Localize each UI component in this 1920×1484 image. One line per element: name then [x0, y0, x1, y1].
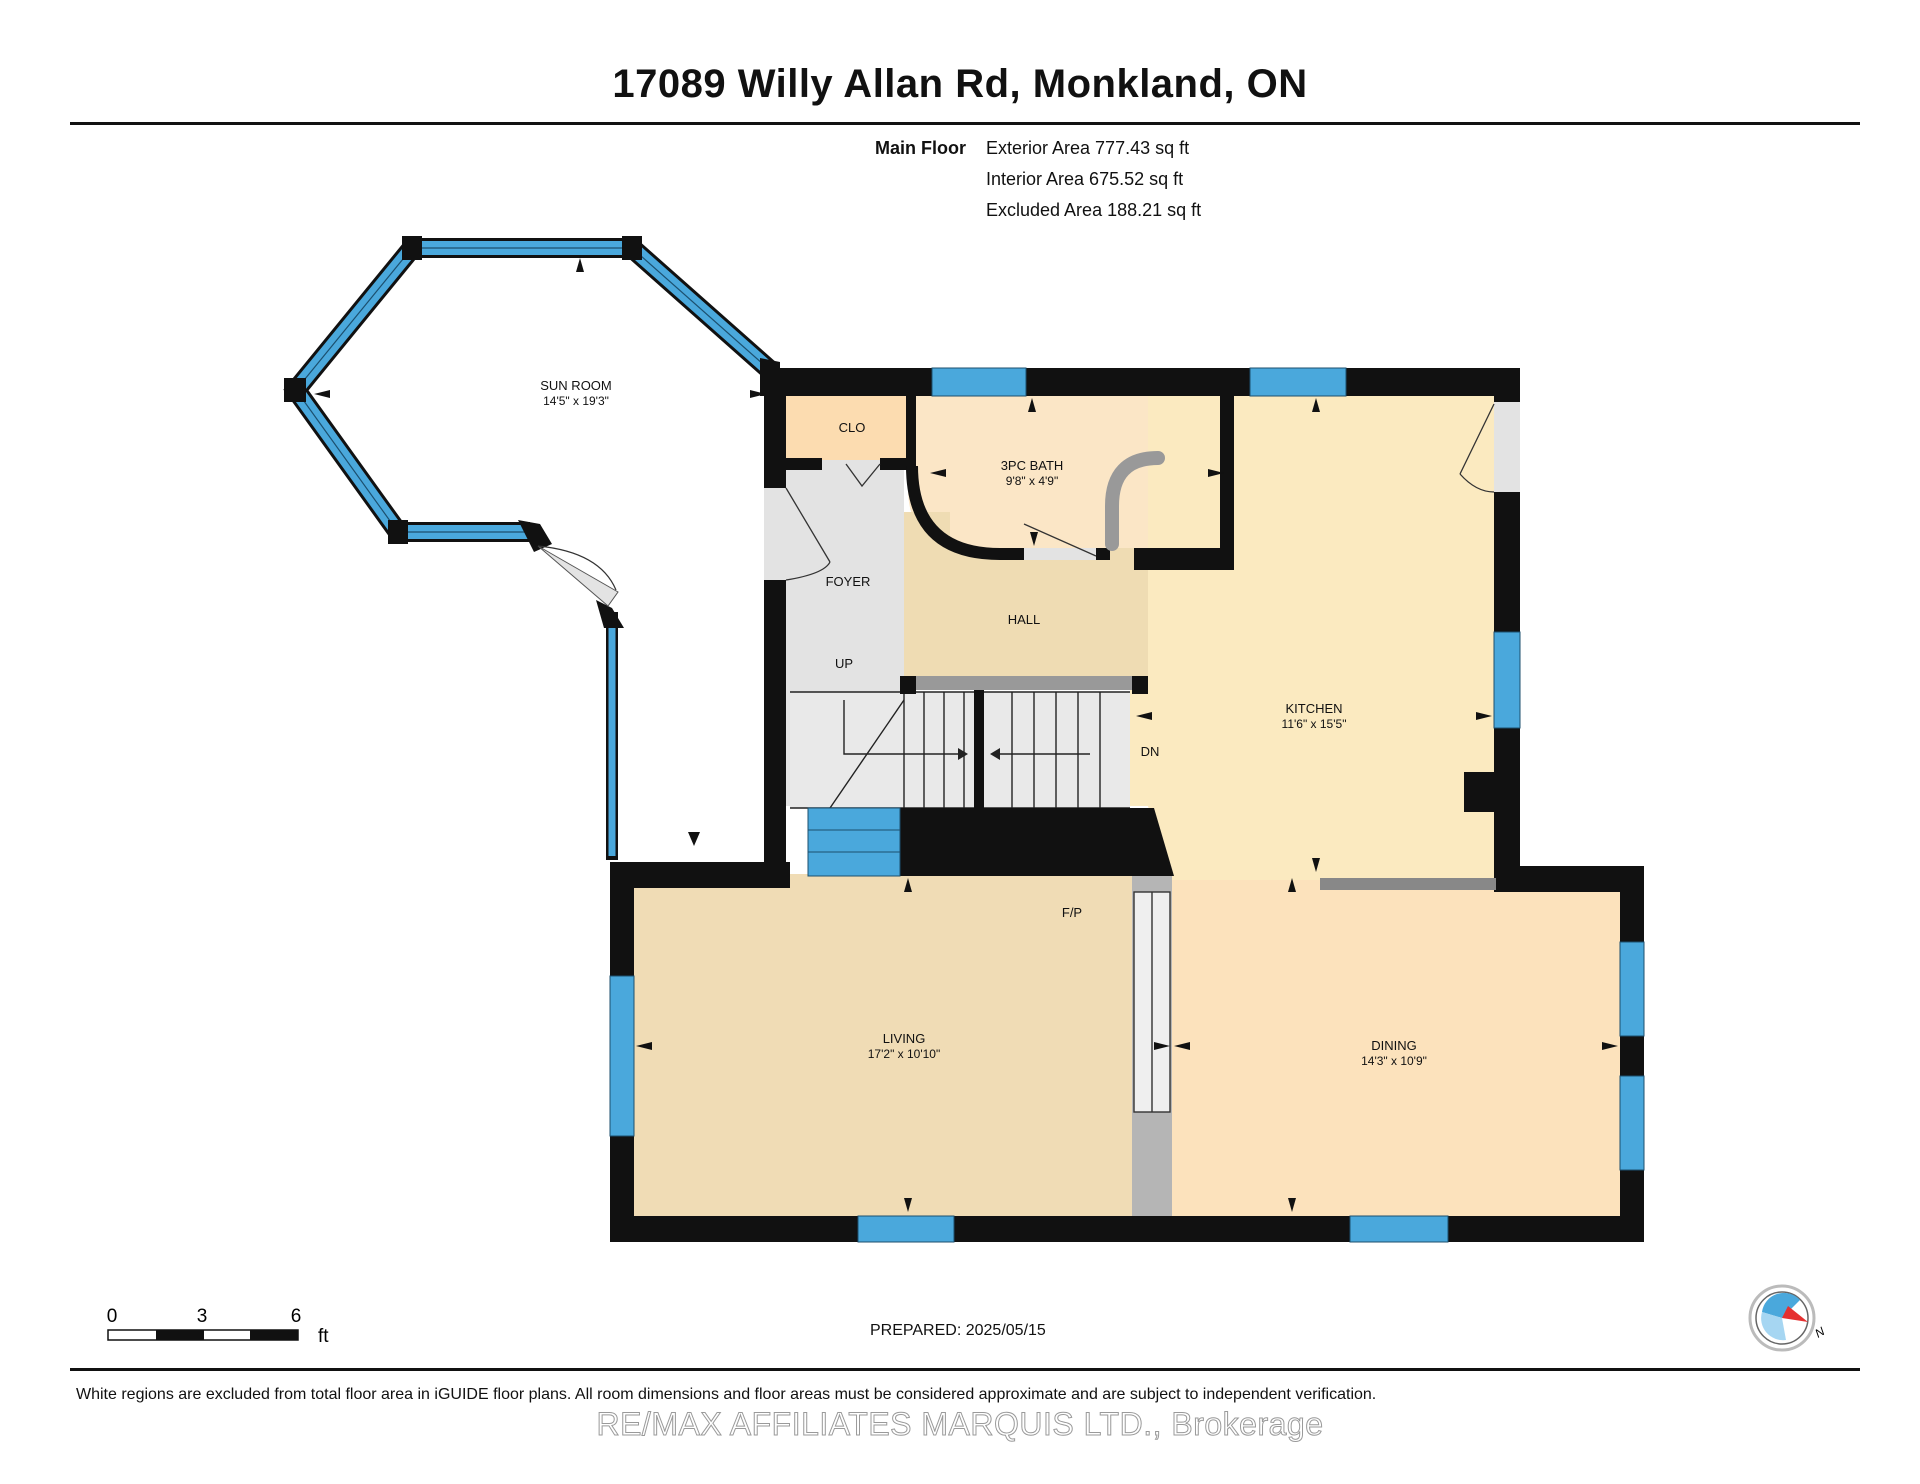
- doors: [764, 402, 1520, 581]
- dining-fill: [1172, 880, 1620, 1216]
- excluded-area: Excluded Area 188.21 sq ft: [986, 200, 1202, 220]
- sunroom-walls: [283, 236, 780, 860]
- scale-unit: ft: [318, 1326, 329, 1347]
- dining-name: DINING: [1371, 1038, 1417, 1053]
- interior-area: Interior Area 675.52 sq ft: [986, 169, 1184, 189]
- scale-tick-6: 6: [291, 1306, 302, 1327]
- bath-fill: [906, 396, 1222, 548]
- bath-dims: 9'8" x 4'9": [1006, 474, 1058, 488]
- exterior-area: Exterior Area 777.43 sq ft: [986, 138, 1190, 158]
- clo-name: CLO: [839, 420, 866, 435]
- page-title: 17089 Willy Allan Rd, Monkland, ON: [612, 62, 1308, 106]
- disclaimer: White regions are excluded from total fl…: [76, 1386, 1377, 1403]
- walls: [610, 368, 1644, 1242]
- sunroom-name: SUN ROOM: [540, 378, 612, 393]
- hall-fill: [904, 548, 1148, 678]
- prepared-date: PREPARED: 2025/05/15: [870, 1322, 1046, 1339]
- scale-bar: 0 3 6 ft: [107, 1306, 330, 1347]
- clo-fill: [786, 396, 908, 460]
- dimension-arrows: [314, 258, 1618, 1212]
- floor-label: Main Floor: [875, 138, 966, 158]
- bath-name: 3PC BATH: [1001, 458, 1064, 473]
- compass-icon: N: [1748, 1284, 1828, 1352]
- staircase: [790, 676, 1134, 809]
- compass-north-label: N: [1813, 1324, 1828, 1341]
- fireplace: [1132, 876, 1172, 1216]
- fireplace-label: F/P: [1062, 905, 1082, 920]
- kitchen-fill: [1130, 396, 1494, 880]
- stairs-down-label: DN: [1141, 744, 1160, 759]
- sunroom-dims: 14'5" x 19'3": [543, 394, 609, 408]
- shower: [1105, 451, 1165, 551]
- broker-watermark: RE/MAX AFFILIATES MARQUIS LTD., Brokerag…: [596, 1406, 1324, 1443]
- dining-dims: 14'3" x 10'9": [1361, 1054, 1427, 1068]
- bottom-divider: [70, 1368, 1860, 1371]
- windows: [609, 367, 1645, 1243]
- foyer-name: FOYER: [826, 574, 871, 589]
- kitchen-dims: 11'6" x 15'5": [1282, 717, 1347, 731]
- top-divider: [70, 122, 1860, 125]
- scale-tick-3: 3: [197, 1306, 208, 1327]
- scale-tick-0: 0: [107, 1306, 118, 1327]
- hall-name: HALL: [1008, 612, 1041, 627]
- living-fill: [634, 874, 1132, 1216]
- living-dims: 17'2" x 10'10": [868, 1047, 941, 1061]
- stairs-up-label: UP: [835, 656, 853, 671]
- kitchen-name: KITCHEN: [1285, 701, 1342, 716]
- living-name: LIVING: [883, 1031, 926, 1046]
